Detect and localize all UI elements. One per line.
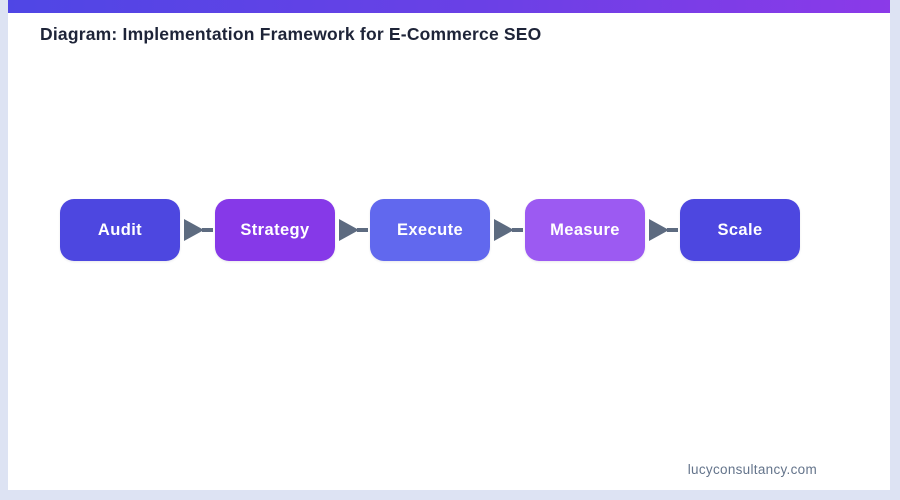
- flowchart-row: Audit Strategy Execute Measure: [60, 199, 800, 261]
- flow-arrow: [335, 199, 370, 261]
- diagram-card: Diagram: Implementation Framework for E-…: [8, 0, 890, 490]
- flow-step-audit: Audit: [60, 199, 180, 261]
- page-title: Diagram: Implementation Framework for E-…: [40, 24, 542, 44]
- flow-arrow: [490, 199, 525, 261]
- top-accent-bar: [8, 0, 890, 13]
- flow-arrow: [180, 199, 215, 261]
- flow-step-measure: Measure: [525, 199, 645, 261]
- right-arrow-icon: [183, 219, 213, 241]
- flow-step-strategy: Strategy: [215, 199, 335, 261]
- right-arrow-icon: [338, 219, 368, 241]
- right-arrow-icon: [648, 219, 678, 241]
- footer-url: lucyconsultancy.com: [687, 462, 817, 477]
- flow-step-execute: Execute: [370, 199, 490, 261]
- flow-step-scale: Scale: [680, 199, 800, 261]
- right-arrow-icon: [493, 219, 523, 241]
- flow-arrow: [645, 199, 680, 261]
